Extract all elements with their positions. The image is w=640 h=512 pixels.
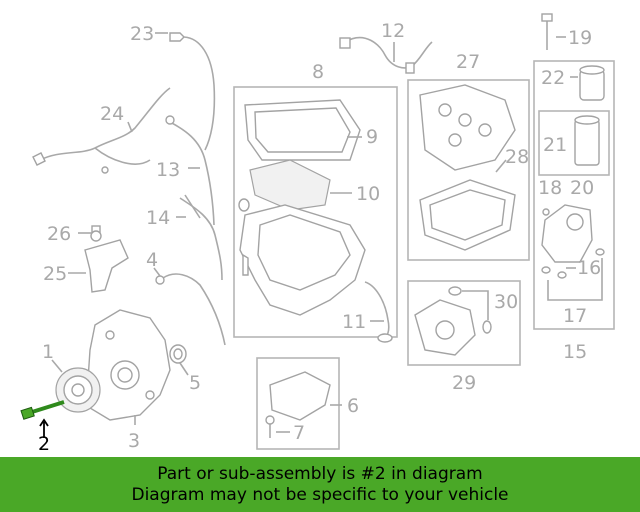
callout-23: 23 bbox=[130, 23, 154, 45]
part-21-filter-element[interactable] bbox=[574, 115, 600, 166]
callout-1: 1 bbox=[42, 341, 54, 363]
part-30-o-ring[interactable] bbox=[448, 286, 492, 334]
part-24-wiring-harness[interactable] bbox=[32, 87, 171, 174]
part-26-bolt[interactable] bbox=[90, 225, 102, 242]
callout-2-highlighted: 2 bbox=[38, 433, 50, 455]
oil-pan-group-box bbox=[233, 86, 398, 338]
part-22-filter-cap[interactable] bbox=[579, 65, 605, 101]
banner-line-1: Part or sub-assembly is #2 in diagram bbox=[157, 463, 483, 484]
callout-30: 30 bbox=[494, 291, 518, 313]
callout-28: 28 bbox=[505, 146, 529, 168]
part-11-oil-pickup[interactable] bbox=[364, 281, 393, 343]
callout-7: 7 bbox=[293, 422, 305, 444]
callout-15: 15 bbox=[563, 341, 587, 363]
callout-29: 29 bbox=[452, 372, 476, 394]
part-5-seal[interactable] bbox=[169, 344, 187, 364]
callout-22: 22 bbox=[541, 67, 565, 89]
part-6-lower-pan[interactable] bbox=[269, 371, 331, 421]
part-1-crank-pulley[interactable] bbox=[55, 367, 101, 413]
water-pump-group-box bbox=[407, 280, 521, 366]
leader-5 bbox=[179, 362, 189, 376]
part-4-hose[interactable] bbox=[155, 273, 226, 346]
part-17-bracket-line bbox=[547, 258, 603, 301]
callout-20: 20 bbox=[570, 177, 594, 199]
fitment-notice-banner: Part or sub-assembly is #2 in diagram Di… bbox=[0, 457, 640, 512]
part-20-filter-housing[interactable] bbox=[541, 204, 593, 263]
callout-16: 16 bbox=[577, 257, 601, 279]
part-3-timing-cover[interactable] bbox=[87, 309, 171, 421]
leader-4 bbox=[153, 267, 161, 277]
callout-3: 3 bbox=[128, 430, 140, 452]
part-16-seals[interactable] bbox=[541, 248, 605, 279]
callout-19: 19 bbox=[568, 27, 592, 49]
callout-18: 18 bbox=[538, 177, 562, 199]
part-10-baffle[interactable] bbox=[249, 159, 331, 211]
part-28-valve-cover-gasket[interactable] bbox=[419, 179, 516, 251]
callout-21: 21 bbox=[543, 134, 567, 156]
callout-12: 12 bbox=[381, 20, 405, 42]
part-19-bolt[interactable] bbox=[541, 13, 553, 50]
callout-13: 13 bbox=[156, 159, 180, 181]
callout-4: 4 bbox=[146, 249, 158, 271]
leader-28 bbox=[495, 159, 507, 173]
callout-11: 11 bbox=[342, 311, 366, 333]
part-25-bracket[interactable] bbox=[84, 239, 129, 293]
callout-6: 6 bbox=[347, 395, 359, 417]
part-27-valve-cover[interactable] bbox=[419, 84, 516, 171]
part-9-gasket[interactable] bbox=[244, 99, 361, 161]
callout-9: 9 bbox=[366, 126, 378, 148]
callout-24: 24 bbox=[100, 103, 124, 125]
valve-cover-group-box bbox=[407, 79, 530, 261]
callout-25: 25 bbox=[43, 263, 67, 285]
leader-30 bbox=[462, 290, 489, 320]
oil-filter-group-box bbox=[533, 60, 615, 330]
oil-pan[interactable] bbox=[238, 198, 366, 316]
exploded-parts-diagram: 23 24 12 8 27 19 22 13 9 21 28 18 20 10 … bbox=[20, 13, 615, 455]
part-18-seal[interactable] bbox=[542, 208, 550, 216]
part-12-sensor-harness[interactable] bbox=[339, 36, 433, 74]
callout-14: 14 bbox=[146, 207, 170, 229]
callout-17: 17 bbox=[563, 305, 587, 327]
part-29-water-pump[interactable] bbox=[414, 299, 476, 356]
callout-27: 27 bbox=[456, 51, 480, 73]
part-2-bolt-highlighted[interactable] bbox=[20, 400, 65, 438]
part-13-dipstick-tube[interactable] bbox=[165, 115, 215, 226]
callout-5: 5 bbox=[189, 372, 201, 394]
callout-8: 8 bbox=[312, 61, 324, 83]
lower-pan-group-box bbox=[256, 357, 340, 450]
banner-line-2: Diagram may not be specific to your vehi… bbox=[131, 484, 509, 505]
callout-26: 26 bbox=[47, 223, 71, 245]
part-7-bolt[interactable] bbox=[265, 415, 275, 438]
part-14-dipstick[interactable] bbox=[179, 194, 223, 281]
filter-element-box bbox=[538, 110, 610, 176]
part-23-sensor[interactable] bbox=[169, 32, 216, 151]
leader-24 bbox=[127, 121, 133, 133]
leader-1 bbox=[51, 359, 63, 373]
callout-10: 10 bbox=[356, 183, 380, 205]
